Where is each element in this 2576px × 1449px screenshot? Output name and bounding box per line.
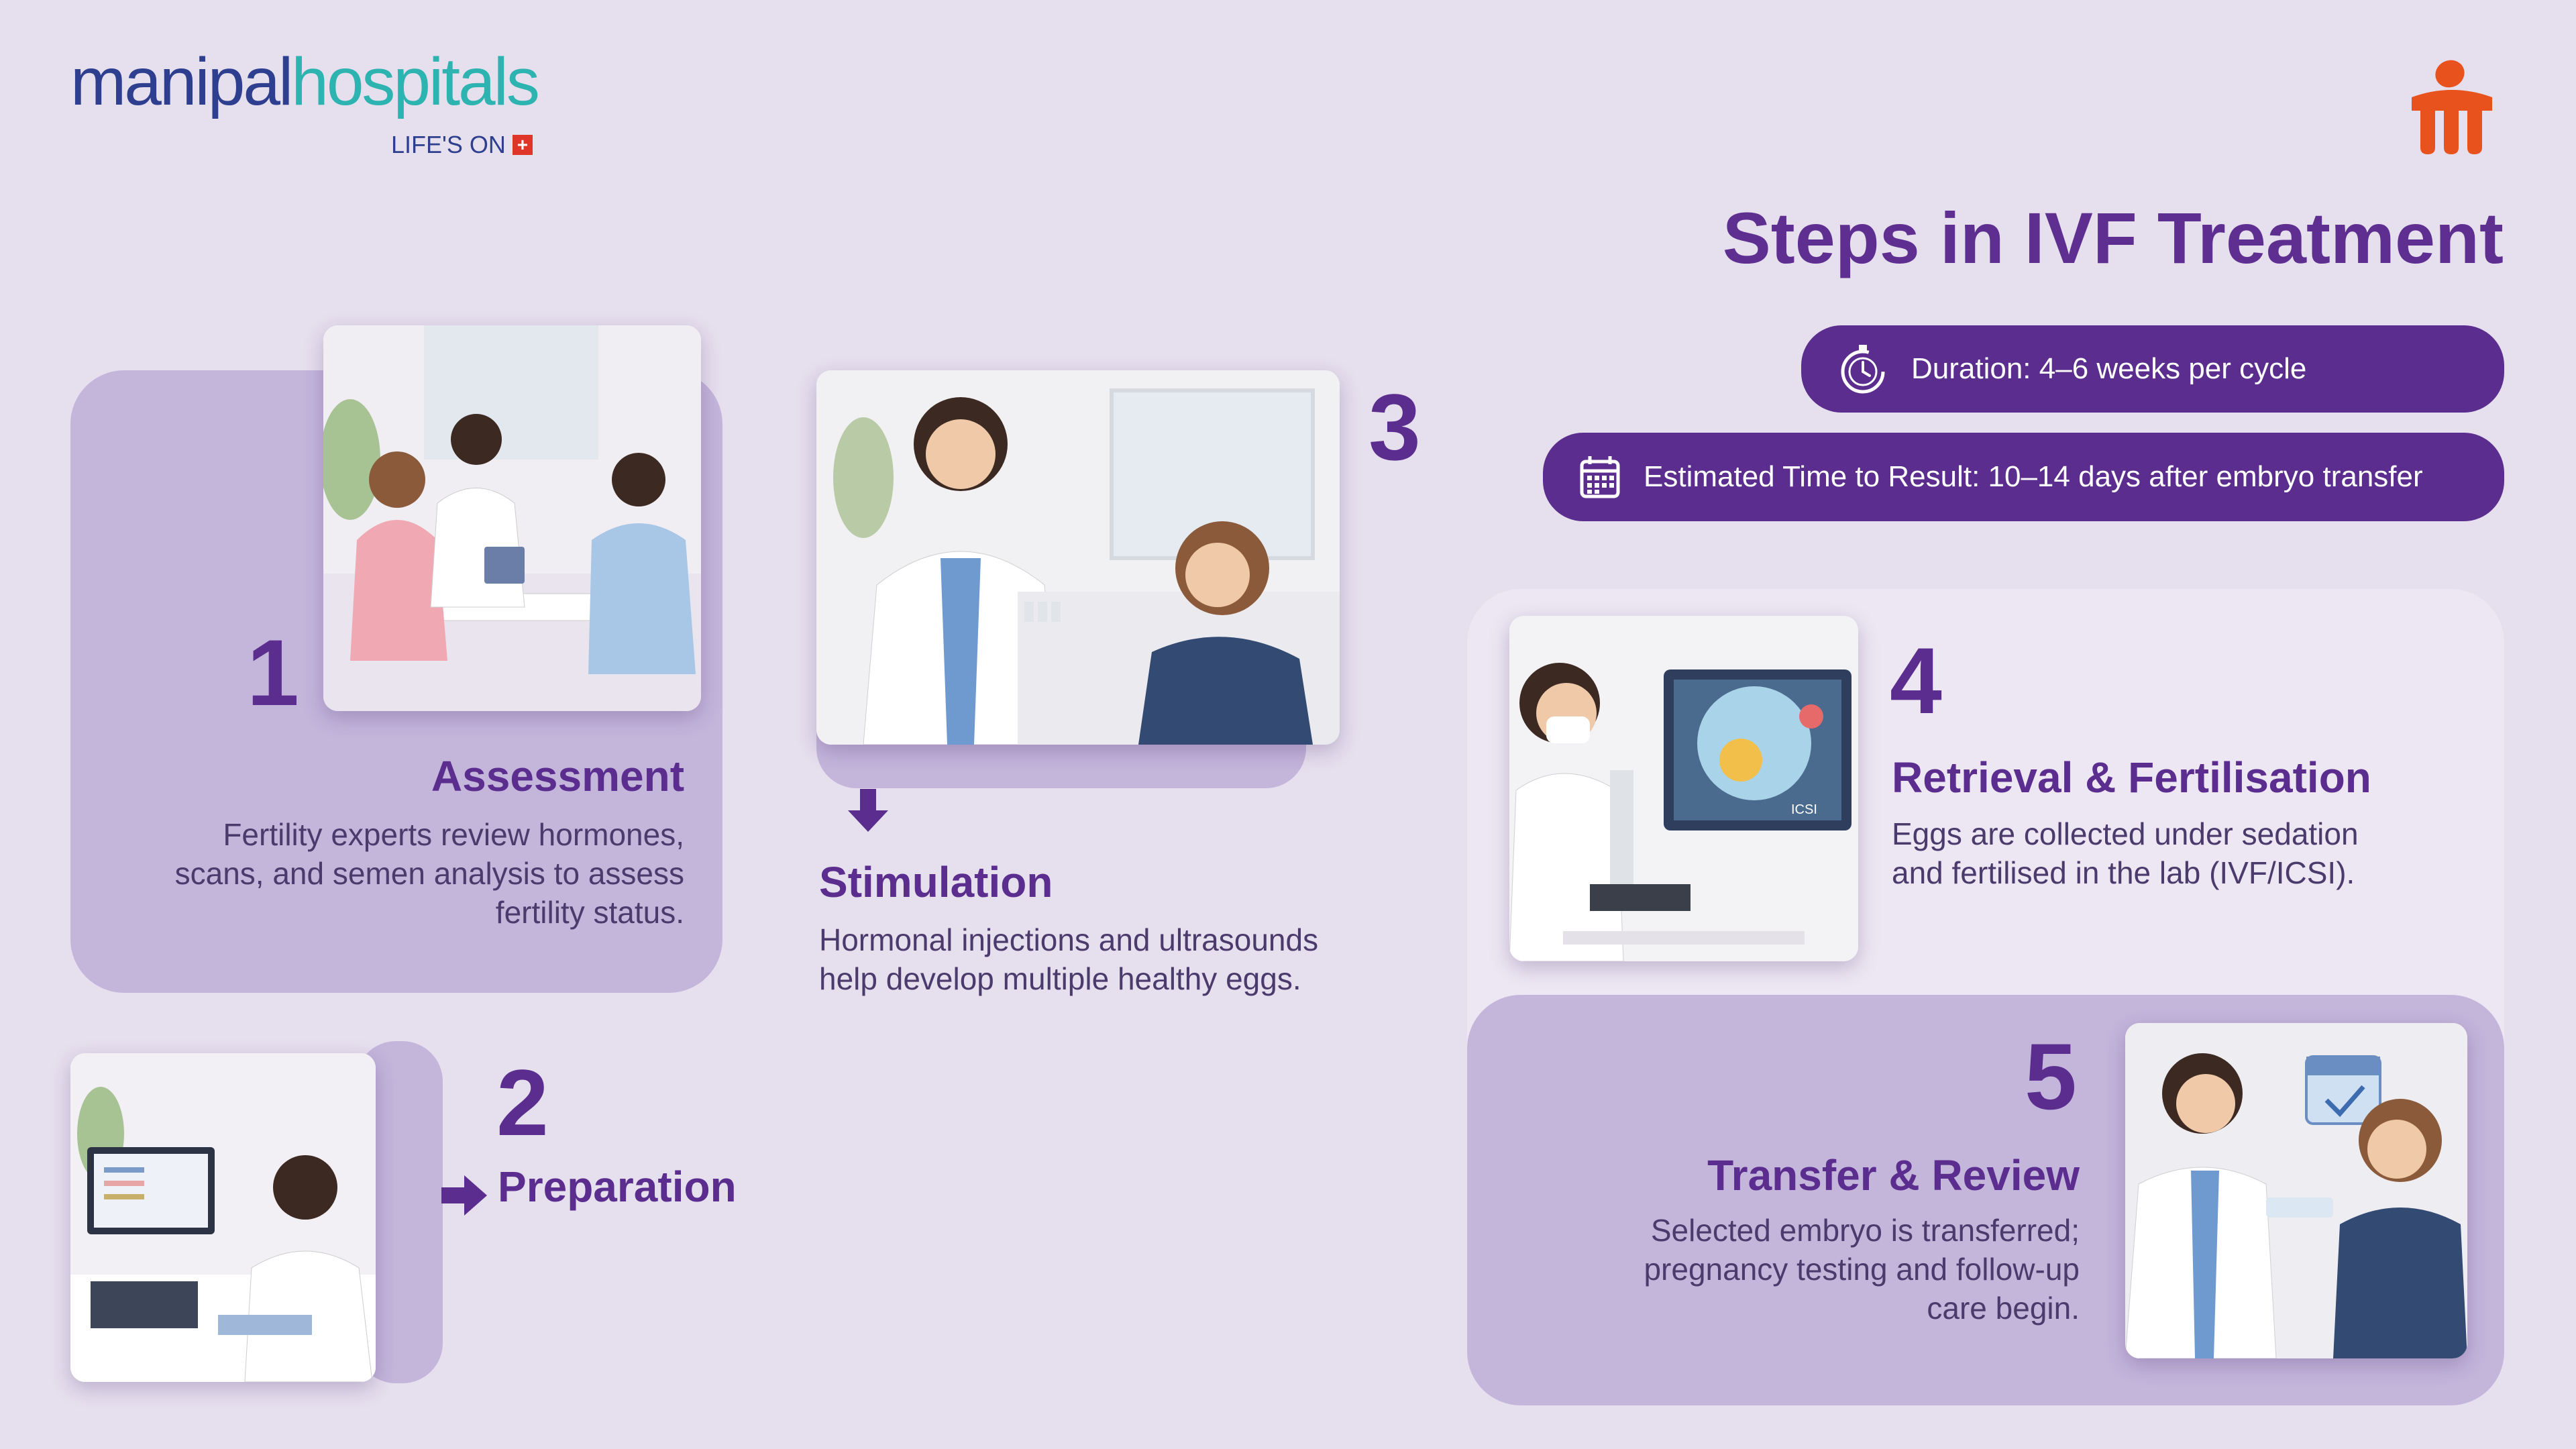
step-1-title: Assessment: [431, 752, 684, 800]
step-3-arrow-icon: [848, 789, 888, 832]
tagline-text: LIFE'S ON: [391, 131, 506, 158]
step-1-line-3: fertility status.: [495, 895, 684, 930]
tagline-cross-icon: +: [512, 135, 533, 155]
step-3-line-2: help develop multiple healthy eggs.: [819, 961, 1301, 996]
step-1-description: Fertility experts review hormones, scans…: [107, 815, 684, 932]
step-3-photo: [816, 370, 1340, 745]
step-5-number: 5: [2025, 1024, 2077, 1129]
brand-part2: hospitals: [291, 44, 540, 119]
brand-part1: manipal: [70, 44, 293, 119]
step-1-line-1: Fertility experts review hormones,: [223, 817, 684, 852]
step-3-line-1: Hormonal injections and ultrasounds: [819, 922, 1319, 957]
step-1-number: 1: [247, 620, 299, 725]
step-5-photo: [2125, 1023, 2467, 1358]
step-5-line-1: Selected embryo is transferred;: [1650, 1213, 2080, 1248]
step-3-number: 3: [1368, 374, 1421, 480]
step-4-description: Eggs are collected under sedation and fe…: [1892, 814, 2482, 892]
step-3-title: Stimulation: [819, 858, 1053, 906]
step-4-line-1: Eggs are collected under sedation: [1892, 816, 2359, 851]
duration-text: Duration: 4–6 weeks per cycle: [1911, 352, 2307, 385]
step-2-number: 2: [496, 1050, 549, 1155]
step-2-arrow-icon: [441, 1175, 487, 1216]
step-4-photo: ICSI: [1509, 616, 1858, 961]
page-title: Steps in IVF Treatment: [1722, 197, 2504, 278]
step-2-title: Preparation: [498, 1163, 737, 1211]
step-5-line-3: care begin.: [1927, 1291, 2080, 1326]
step-5-description: Selected embryo is transferred; pregnanc…: [1503, 1211, 2080, 1328]
duration-pill: Duration: 4–6 weeks per cycle: [1801, 325, 2504, 413]
icsi-label: ICSI: [1791, 802, 1817, 817]
brand-logo: manipalhospitals: [70, 48, 540, 115]
step-1-line-2: scans, and semen analysis to assess: [174, 856, 684, 891]
step-5-title: Transfer & Review: [1707, 1151, 2080, 1199]
corner-logo-icon: [2412, 60, 2492, 154]
result-text: Estimated Time to Result: 10–14 days aft…: [1644, 460, 2423, 493]
stopwatch-icon: [1841, 345, 1885, 394]
step-4-line-2: and fertilised in the lab (IVF/ICSI).: [1892, 855, 2355, 890]
result-pill: Estimated Time to Result: 10–14 days aft…: [1543, 433, 2504, 521]
step-5-line-2: pregnancy testing and follow-up: [1644, 1252, 2080, 1287]
step-1-photo: [323, 325, 701, 711]
step-2-photo: [70, 1053, 376, 1382]
step-4-number: 4: [1890, 628, 1942, 733]
brand-tagline: LIFE'S ON +: [391, 131, 533, 159]
step-4-title: Retrieval & Fertilisation: [1892, 753, 2371, 802]
step-3-description: Hormonal injections and ultrasounds help…: [819, 920, 1423, 998]
calendar-icon: [1580, 456, 1620, 498]
